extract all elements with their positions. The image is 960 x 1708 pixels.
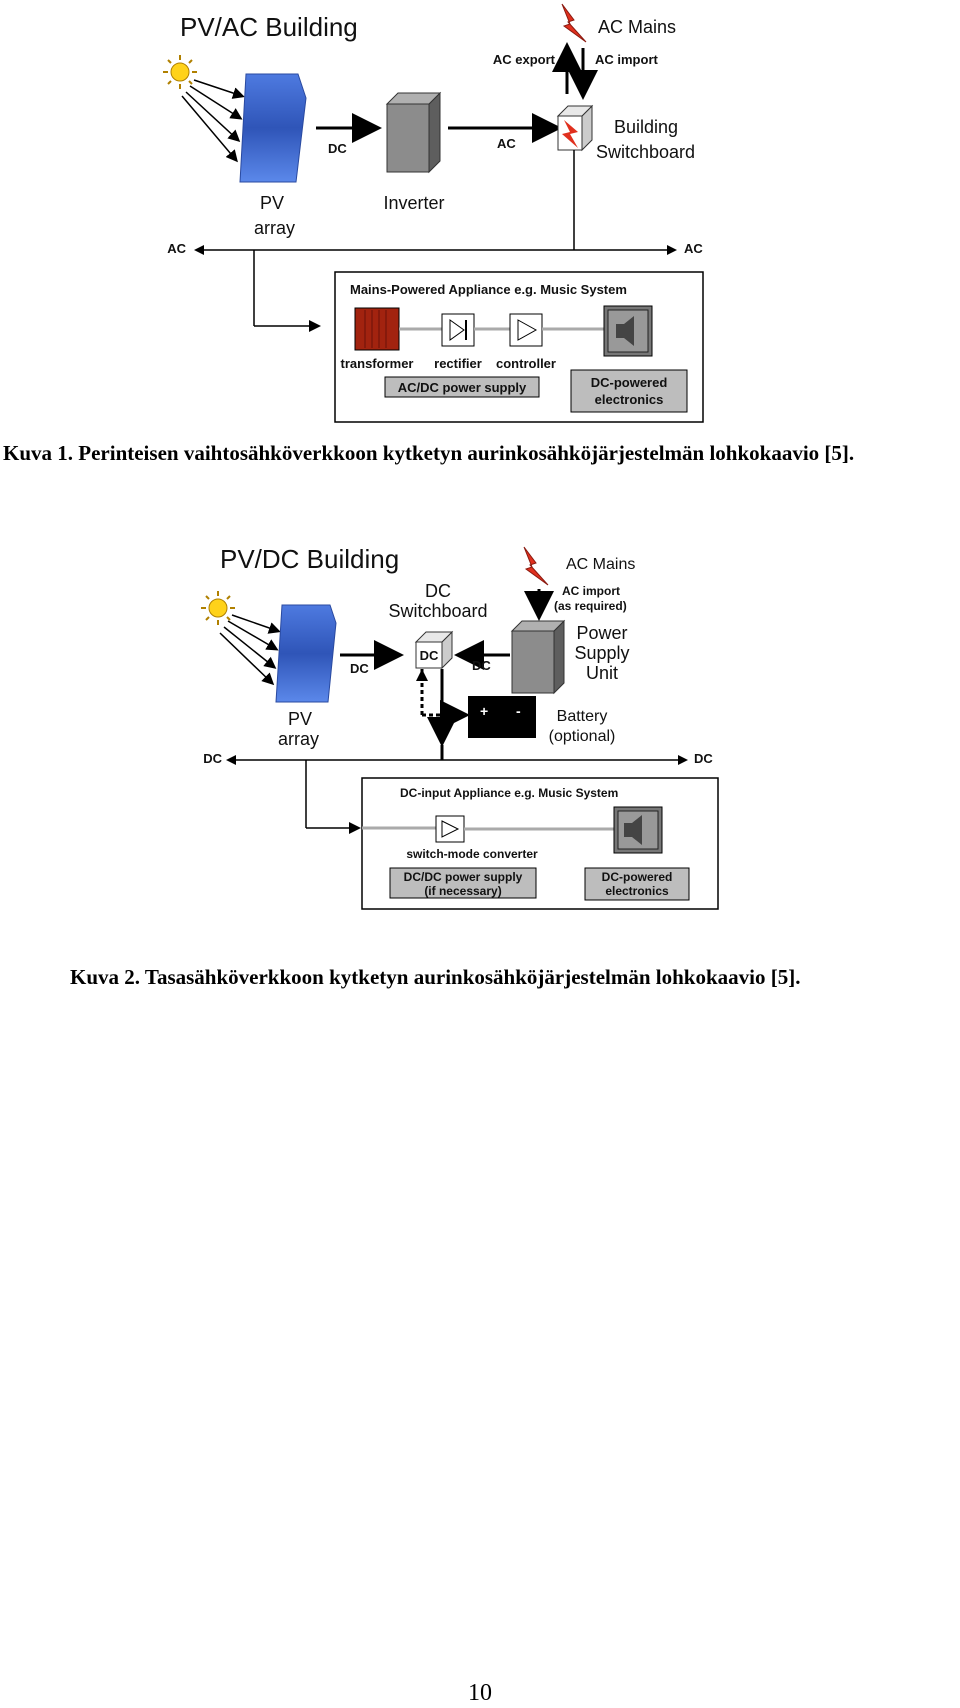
lightning-icon	[523, 546, 549, 586]
rectifier-block	[441, 313, 475, 347]
electronics-label-line1: DC-powered	[602, 870, 673, 884]
figure-pv-ac-building: PV/AC Building PV array DC Inverter AC	[163, 3, 704, 423]
pv-array-panel	[275, 604, 337, 703]
rectifier-label: rectifier	[434, 356, 482, 371]
ac-dc-power-supply-box	[384, 376, 540, 398]
page-number: 10	[468, 1680, 492, 1706]
bus-right-label: DC	[694, 751, 713, 766]
caption-1: Kuva 1. Perinteisen vaihtosähköverkkoon …	[3, 441, 855, 465]
dc-label-right: DC	[472, 658, 491, 673]
transformer-label: transformer	[341, 356, 414, 371]
dc-electronics-box	[584, 867, 690, 901]
battery-minus: -	[516, 703, 521, 719]
bus-right-label: AC	[684, 241, 703, 256]
figure2-title: PV/DC Building	[220, 545, 399, 574]
psu-label-line2: Supply	[574, 643, 629, 663]
dc-label: DC	[328, 141, 347, 156]
power-supply-line2: (if necessary)	[424, 884, 501, 898]
appliance-title: Mains-Powered Appliance e.g. Music Syste…	[350, 282, 627, 297]
dc-switchboard-label-line1: DC	[425, 581, 451, 601]
battery-plus: +	[480, 703, 488, 719]
power-supply-label: AC/DC power supply	[398, 380, 527, 395]
sunlight-rays	[181, 79, 245, 163]
electronics-label-line2: electronics	[605, 884, 669, 898]
ac-import-line1: AC import	[562, 584, 620, 598]
controller-block	[509, 313, 543, 347]
dc-electronics-box	[570, 369, 688, 413]
dc-label-left: DC	[350, 661, 369, 676]
dc-switchboard-box-label: DC	[420, 648, 439, 663]
sun-icon	[163, 55, 197, 89]
appliance-title: DC-input Appliance e.g. Music System	[400, 786, 618, 800]
power-supply-line1: DC/DC power supply	[404, 870, 523, 884]
figure1-title: PV/AC Building	[180, 12, 358, 42]
ac-mains-label: AC Mains	[566, 556, 635, 573]
pv-label-line2: array	[278, 729, 319, 749]
lightning-icon	[561, 3, 587, 43]
battery-block	[468, 696, 536, 738]
pv-array-panel	[239, 73, 307, 183]
ac-export-label: AC export	[493, 52, 556, 67]
dc-switchboard-label-line2: Switchboard	[388, 601, 487, 621]
pv-label-line1: PV	[260, 193, 284, 213]
power-supply-unit-box	[510, 619, 566, 695]
pv-label-line1: PV	[288, 709, 312, 729]
electronics-label-line1: DC-powered	[591, 375, 668, 390]
ac-import-label: AC import	[595, 52, 659, 67]
battery-label-line2: (optional)	[549, 728, 616, 745]
transformer-block	[354, 307, 400, 351]
psu-label-line1: Power	[576, 623, 627, 643]
bus-left-label: AC	[167, 241, 186, 256]
ac-label: AC	[497, 136, 516, 151]
dc-dc-power-supply-box	[389, 867, 537, 899]
ac-import-line2: (as required)	[554, 599, 627, 613]
switchboard-box	[556, 104, 594, 152]
figure-pv-dc-building: PV/DC Building PV array DC DC Switchboar…	[201, 545, 719, 910]
pv-label-line2: array	[254, 218, 295, 238]
sunlight-rays	[219, 614, 281, 686]
inverter-box	[385, 91, 442, 174]
converter-label: switch-mode converter	[406, 847, 538, 861]
converter-block	[435, 815, 465, 843]
ac-mains-label: AC Mains	[598, 17, 676, 37]
controller-label: controller	[496, 356, 556, 371]
psu-label-line3: Unit	[586, 663, 618, 683]
switchboard-label-line2: Switchboard	[596, 142, 695, 162]
dc-switchboard-box	[414, 630, 454, 670]
switchboard-label-line1: Building	[614, 117, 678, 137]
electronics-label-line2: electronics	[595, 392, 664, 407]
inverter-label: Inverter	[383, 193, 444, 213]
bus-left-label: DC	[203, 751, 222, 766]
battery-label-line1: Battery	[557, 708, 608, 725]
sun-icon	[201, 591, 235, 625]
caption-2: Kuva 2. Tasasähköverkkoon kytketyn aurin…	[70, 965, 801, 989]
